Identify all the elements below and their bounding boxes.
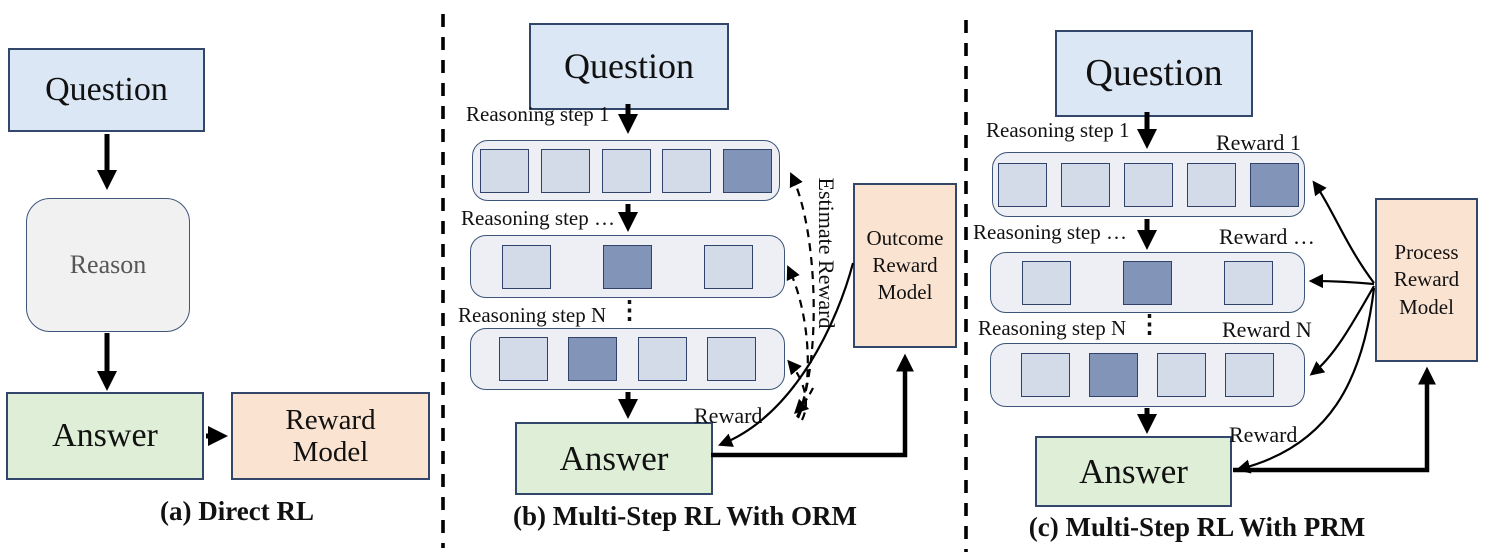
token-square-light	[637, 337, 687, 381]
process-reward-model-box: Process Reward Model	[1375, 198, 1478, 362]
token-square-light	[1021, 353, 1070, 397]
answer-box-c: Answer	[1035, 436, 1232, 507]
dashed-estimate-reward-junction	[793, 387, 814, 415]
token-square-light	[1124, 162, 1173, 207]
token-square-light	[601, 148, 651, 193]
caption-multistep-prm: (c) Multi-Step RL With PRM	[1028, 512, 1366, 542]
token-square-light	[704, 244, 753, 289]
reward-label-c: Reward	[1229, 422, 1298, 447]
reward-label-b: Reward	[694, 403, 763, 428]
reasoning-step-dots-label-c: Reasoning step …	[973, 220, 1127, 244]
token-square-light	[662, 148, 712, 193]
reward-1-label: Reward 1	[1216, 130, 1301, 155]
reasoning-row-n-c	[990, 343, 1305, 407]
arrow-prm-to-row2	[1308, 273, 1375, 289]
token-square-dark	[1123, 260, 1172, 305]
vertical-ellipsis-c: ⋮	[1137, 311, 1162, 338]
reasoning-step-n-label-c: Reasoning step N	[978, 316, 1127, 340]
reasoning-row-2-c	[990, 252, 1305, 313]
token-square-light	[480, 148, 529, 193]
arrow-prm-to-rown	[1309, 285, 1375, 376]
reasoning-row-2-b	[470, 235, 785, 298]
token-square-light	[502, 244, 551, 289]
token-square-dark	[568, 337, 618, 381]
outcome-reward-model-box: Outcome Reward Model	[853, 183, 957, 348]
token-square-dark	[723, 148, 772, 193]
token-square-light	[540, 148, 590, 193]
answer-box-b: Answer	[515, 422, 713, 495]
reward-dots-label: Reward …	[1219, 224, 1315, 249]
reward-n-label: Reward N	[1222, 317, 1312, 342]
reasoning-step-1-label-b: Reasoning step 1	[466, 102, 610, 126]
reasoning-row-1-b	[472, 140, 780, 201]
dashed-estimate-reward-to-row1	[789, 172, 815, 418]
token-square-light	[499, 337, 548, 381]
token-square-dark	[1250, 162, 1299, 207]
caption-direct-rl: (a) Direct RL	[160, 496, 314, 526]
token-square-light	[1157, 353, 1206, 397]
arrow-prm-to-row1	[1312, 180, 1375, 284]
question-box-a: Question	[8, 48, 205, 132]
reasoning-step-dots-label-b: Reasoning step …	[461, 206, 615, 230]
dashed-estimate-reward-to-row2	[786, 265, 809, 419]
estimate-reward-label: Estimate Reward	[814, 177, 839, 329]
token-square-light	[1022, 260, 1071, 305]
token-square-dark	[603, 244, 652, 289]
question-box-b: Question	[529, 23, 729, 110]
reasoning-step-1-label-c: Reasoning step 1	[986, 118, 1130, 142]
token-square-light	[1061, 162, 1110, 207]
reasoning-row-n-b	[470, 328, 785, 390]
answer-box-a: Answer	[6, 392, 204, 480]
reward-model-box: Reward Model	[231, 392, 430, 480]
token-square-light	[1224, 260, 1273, 305]
reason-box: Reason	[26, 198, 190, 332]
token-square-light	[998, 162, 1047, 207]
caption-multistep-orm: (b) Multi-Step RL With ORM	[512, 501, 858, 531]
reasoning-step-n-label-b: Reasoning step N	[458, 303, 607, 327]
vertical-ellipsis-b: ⋮	[617, 297, 642, 324]
reasoning-row-1-c	[992, 152, 1305, 217]
token-square-light	[1187, 162, 1236, 207]
token-square-light	[706, 337, 756, 381]
dashed-estimate-reward-to-rown	[787, 359, 807, 421]
token-square-dark	[1089, 353, 1138, 397]
question-box-c: Question	[1055, 30, 1253, 117]
token-square-light	[1225, 353, 1274, 397]
